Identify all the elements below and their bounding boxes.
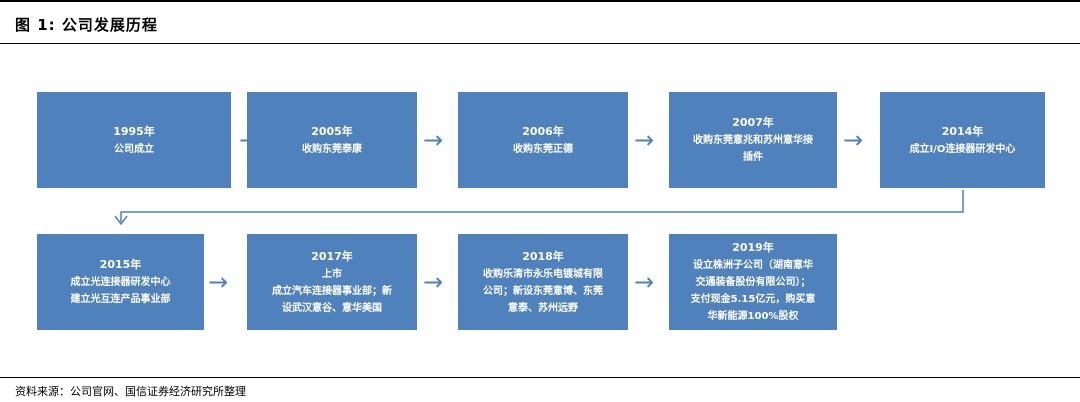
milestone-2015: 2015年 成立光连接器研发中心 建立光互连产品事业部 xyxy=(37,234,204,330)
milestone-text: 收购东莞正德 xyxy=(513,143,573,155)
milestone-text: 公司成立 xyxy=(114,143,154,155)
milestone-year: 2018年 xyxy=(522,249,564,263)
milestone-year: 2005年 xyxy=(311,124,353,138)
milestone-year: 2019年 xyxy=(732,241,774,254)
milestone-text: 收购东莞泰康 xyxy=(302,143,362,155)
milestone-text: 成立汽车连接器事业部；新 xyxy=(272,285,392,297)
milestone-2005: 2005年 收购东莞泰康 xyxy=(247,92,417,188)
milestone-text: 成立I/O连接器研发中心 xyxy=(909,143,1016,155)
milestone-text: 交通装备股份有限公司）； xyxy=(695,277,811,288)
milestone-year: 2014年 xyxy=(941,124,984,138)
milestone-year: 2006年 xyxy=(522,124,564,138)
arrow-right-icon: → xyxy=(423,126,444,154)
milestone-text: 收购乐清市永乐电镀城有限 xyxy=(483,268,603,280)
arrow-right-icon: → xyxy=(423,268,444,296)
milestone-text: 设武汉意谷、意华美国 xyxy=(282,302,382,314)
milestone-text: 公司；新设东莞意博、东莞 xyxy=(483,285,603,297)
milestone-2007: 2007年 收购东莞意兆和苏州意华接 插件 xyxy=(669,92,837,188)
milestone-text: 收购东莞意兆和苏州意华接 xyxy=(693,135,813,146)
arrow-right-icon: → xyxy=(208,268,229,296)
arrow-right-icon: → xyxy=(843,126,864,154)
footer-divider xyxy=(0,377,1080,378)
milestone-text: 成立光连接器研发中心 xyxy=(70,277,171,288)
milestone-year: 2017年 xyxy=(311,249,353,263)
milestone-text: 设立株洲子公司（湖南意华 xyxy=(693,260,813,271)
figure-header: 图 1: 公司发展历程 xyxy=(0,0,1080,44)
milestone-2019: 2019年 设立株洲子公司（湖南意华 交通装备股份有限公司）； 支付现金5.15… xyxy=(669,234,837,330)
milestone-year: 2007年 xyxy=(732,116,774,129)
milestone-2006: 2006年 收购东莞正德 xyxy=(458,92,628,188)
milestone-text: 上市 xyxy=(322,268,342,280)
milestone-2014: 2014年 成立I/O连接器研发中心 xyxy=(880,92,1045,188)
milestone-text: 建立光互连产品事业部 xyxy=(70,294,171,305)
milestone-2017: 2017年 上市 成立汽车连接器事业部；新 设武汉意谷、意华美国 xyxy=(247,234,417,330)
milestone-year: 2015年 xyxy=(99,258,142,271)
arrow-right-icon: → xyxy=(634,126,655,154)
milestone-2018: 2018年 收购乐清市永乐电镀城有限 公司；新设东莞意博、东莞 意泰、苏州远野 xyxy=(458,234,628,330)
milestone-text: 插件 xyxy=(743,152,763,163)
figure-title: 图 1: 公司发展历程 xyxy=(15,16,158,34)
milestone-text: 意泰、苏州远野 xyxy=(508,302,578,314)
source-note: 资料来源：公司官网、国信证券经济研究所整理 xyxy=(15,385,246,398)
milestone-text: 华新能源100%股权 xyxy=(707,311,799,322)
arrow-right-icon: → xyxy=(634,268,655,296)
milestone-year: 1995年 xyxy=(113,124,155,138)
milestone-text: 支付现金5.15亿元，购买意 xyxy=(690,294,816,305)
milestone-1995: 1995年 公司成立 xyxy=(37,92,231,188)
